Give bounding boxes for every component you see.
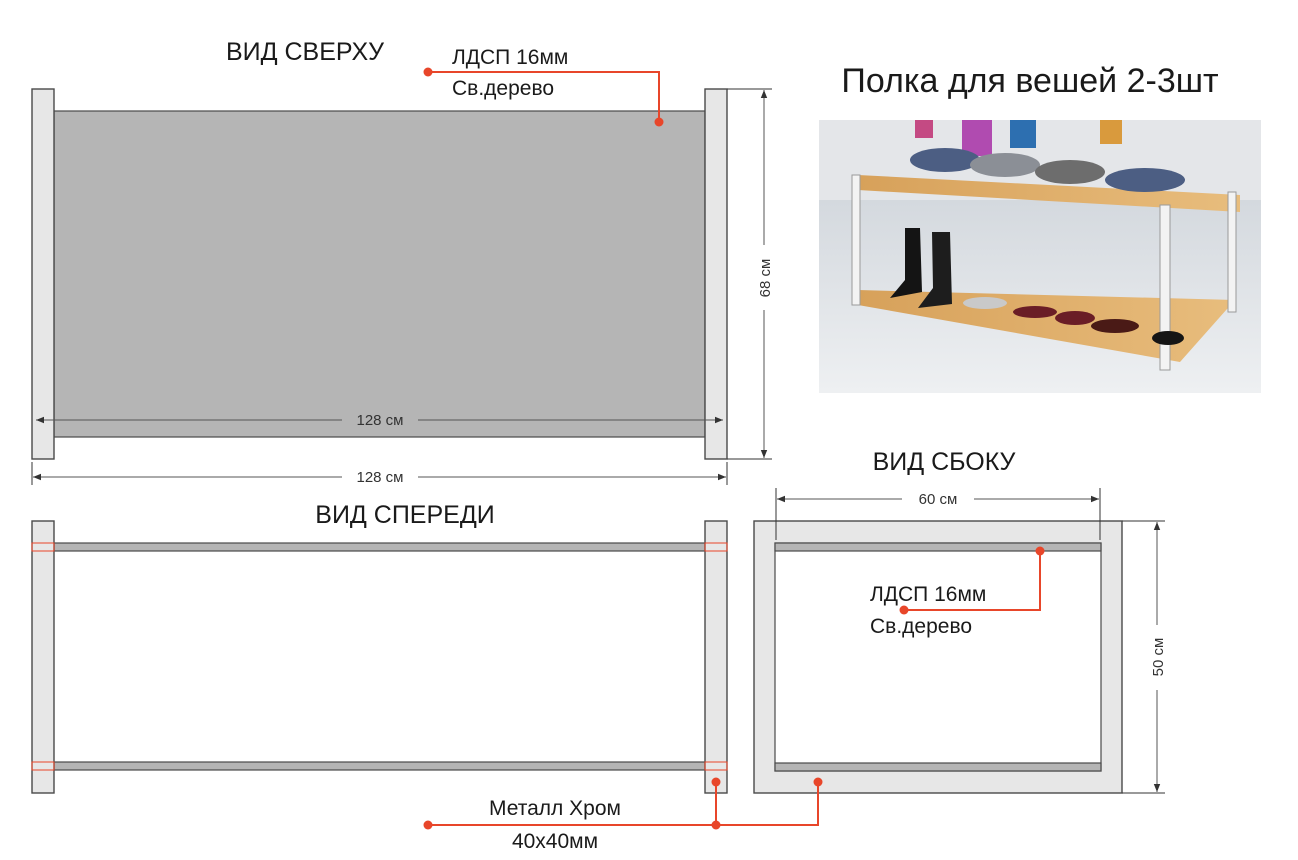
product-photo <box>819 120 1261 393</box>
top-view: ВИД СВЕРХУ 128 см 128 см 68 см ЛДСП 16мм… <box>31 38 774 486</box>
bench-bottom-shelf <box>858 290 1235 362</box>
depth-label: 68 см <box>757 259 774 298</box>
side-material-line2: Св.дерево <box>870 615 972 638</box>
clothes-hanging <box>1100 120 1122 144</box>
front-joint-mark <box>704 542 728 552</box>
pillow <box>910 148 980 172</box>
front-view: ВИД СПЕРЕДИ <box>31 501 728 794</box>
side-width-label: 60 см <box>919 491 958 508</box>
frame-leader-dot-front <box>711 777 721 787</box>
side-view-title: ВИД СБОКУ <box>873 448 1016 476</box>
front-joint-mark <box>704 761 728 771</box>
side-material-line1: ЛДСП 16мм <box>870 583 986 606</box>
boot <box>918 232 952 308</box>
clothes-hanging <box>1010 120 1036 148</box>
front-upper-shelf <box>53 542 706 552</box>
top-material-line2: Св.дерево <box>452 77 554 100</box>
boot <box>890 228 922 298</box>
shoe <box>1055 311 1095 325</box>
front-lower-shelf <box>53 761 706 771</box>
frame-leader-main <box>428 782 819 826</box>
pillow <box>1035 160 1105 184</box>
side-material-leader-dot-start <box>1035 546 1045 556</box>
front-view-title: ВИД СПЕРЕДИ <box>315 501 494 529</box>
top-shelf-board <box>53 110 706 438</box>
front-right-post <box>704 520 728 794</box>
side-material-leader-dot-end <box>899 605 909 615</box>
shoe <box>1152 331 1184 345</box>
top-view-title: ВИД СВЕРХУ <box>226 38 384 66</box>
bench-leg <box>851 174 861 306</box>
clothes-hanging <box>962 120 992 156</box>
top-left-post <box>31 88 55 460</box>
pillow <box>1105 168 1185 192</box>
frame-material-line1: Металл Хром <box>489 797 621 820</box>
product-title: Полка для вешей 2-3шт <box>841 62 1218 100</box>
inner-width-label: 128 см <box>356 412 403 429</box>
clothes-hanging <box>915 120 933 138</box>
bench-leg <box>1227 191 1237 313</box>
side-lower-shelf <box>774 762 1102 772</box>
frame-leader-dot-junction <box>711 820 721 830</box>
frame-leader-dot-start <box>423 820 433 830</box>
front-left-post <box>31 520 55 794</box>
frame-material-line2: 40х40мм <box>512 830 598 853</box>
frame-material-callout: Металл Хром 40х40мм <box>423 777 823 853</box>
shoe <box>1013 306 1057 318</box>
top-material-line1: ЛДСП 16мм <box>452 46 568 69</box>
shoe <box>1091 319 1139 333</box>
top-right-post <box>704 88 728 460</box>
height-label: 50 см <box>1150 638 1167 677</box>
outer-width-label: 128 см <box>356 469 403 486</box>
side-view: ВИД СБОКУ 60 см 50 см ЛДСП 16мм Св.дерев… <box>753 448 1167 794</box>
side-upper-shelf <box>774 542 1102 552</box>
bench-top-shelf <box>858 175 1240 212</box>
pillow <box>970 153 1040 177</box>
top-material-leader-dot-start <box>423 67 433 77</box>
front-joint-mark <box>31 542 55 552</box>
side-frame-inner <box>774 542 1102 772</box>
bench-leg <box>1159 204 1171 371</box>
top-material-leader-dot-end <box>654 117 664 127</box>
top-material-leader <box>428 71 660 122</box>
front-joint-mark <box>31 761 55 771</box>
frame-leader-dot-side <box>813 777 823 787</box>
shoe <box>963 297 1007 309</box>
side-material-leader <box>904 551 1041 611</box>
